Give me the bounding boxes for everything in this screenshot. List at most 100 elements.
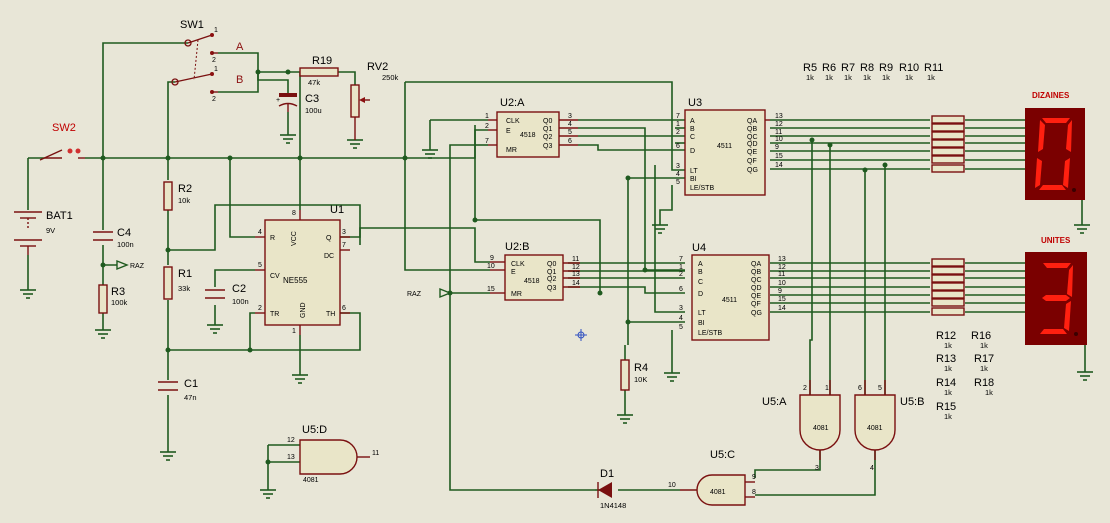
u2b-pin-q1: Q1 bbox=[547, 269, 556, 276]
ic-u3-4511: U3 4511 A B C D LT BI LE/STB QA QB QC QD… bbox=[676, 97, 783, 196]
u4-num-4: 4 bbox=[679, 315, 683, 322]
u4-pin-qc: QC bbox=[751, 277, 762, 284]
u2b-pin-e: E bbox=[511, 269, 516, 276]
resistor-labels-bottom: R12 1k R16 1k R13 1k R17 1k R14 1k R18 1… bbox=[936, 330, 994, 421]
resistor-r19: R19 47k bbox=[299, 55, 339, 87]
and-gate-u5d: U5:D 4081 12 13 11 bbox=[287, 424, 379, 484]
capacitor-c4: C4 100n bbox=[93, 227, 134, 249]
u5d-pin13: 13 bbox=[287, 454, 295, 461]
c2-ref: C2 bbox=[232, 283, 246, 295]
r16-value: 1k bbox=[980, 341, 988, 350]
u4-ref: U4 bbox=[692, 242, 706, 254]
display-tens: DIZAINES bbox=[1025, 91, 1085, 200]
c1-ref: C1 bbox=[184, 378, 198, 390]
sw1-pin2: 2 bbox=[212, 57, 216, 64]
u3-num-10: 10 bbox=[775, 136, 783, 143]
raz-mid-label: RAZ bbox=[407, 291, 422, 298]
r2-value: 10k bbox=[178, 196, 190, 205]
u1-pin-gnd: GND bbox=[300, 302, 307, 318]
u4-pin-qa: QA bbox=[751, 261, 761, 268]
resistor-bank-top bbox=[931, 115, 965, 173]
u1-pin-r: R bbox=[270, 235, 275, 242]
r2-ref: R2 bbox=[178, 183, 192, 195]
u5d-ref: U5:D bbox=[302, 424, 327, 436]
u2a-pin-e: E bbox=[506, 128, 511, 135]
u4-pin-c: C bbox=[698, 279, 703, 286]
u4-pin-le: LE/STB bbox=[698, 330, 722, 337]
u1-num-vcc: 8 bbox=[292, 210, 296, 217]
display-units: UNITES bbox=[1025, 236, 1087, 345]
c3-plus-icon: + bbox=[276, 97, 280, 104]
r6-ref: R6 bbox=[822, 62, 836, 74]
u4-num-1: 1 bbox=[679, 264, 683, 271]
u2b-num-14: 14 bbox=[572, 280, 580, 287]
u4-part: 4511 bbox=[722, 297, 737, 304]
capacitor-c3: + C3 100u bbox=[276, 93, 322, 115]
u1-num-cv: 5 bbox=[258, 262, 262, 269]
ground-symbols bbox=[20, 134, 1093, 499]
u5a-ref: U5:A bbox=[762, 396, 787, 408]
u3-pin-b: B bbox=[690, 126, 695, 133]
resistor-r3: R3 100k bbox=[98, 284, 128, 314]
rv2-ref: RV2 bbox=[367, 61, 388, 73]
u5b-part: 4081 bbox=[867, 425, 883, 432]
switch-sw1[interactable]: SW1 1 2 1 2 A B bbox=[171, 19, 244, 103]
u2a-pin-q0: Q0 bbox=[543, 118, 552, 125]
u5c-pin8: 8 bbox=[752, 489, 756, 496]
sw1-pin-a: A bbox=[236, 41, 244, 53]
u4-num-3: 3 bbox=[679, 305, 683, 312]
rv2-value: 250k bbox=[382, 73, 399, 82]
capacitor-c2: C2 100n bbox=[205, 283, 249, 306]
r4-value: 10K bbox=[634, 375, 647, 384]
u5d-pin12: 12 bbox=[287, 437, 295, 444]
u5c-pin10: 10 bbox=[668, 482, 676, 489]
d1-ref: D1 bbox=[600, 468, 614, 480]
r17-ref: R17 bbox=[974, 353, 994, 365]
r5-value: 1k bbox=[806, 73, 814, 82]
r18-value: 1k bbox=[985, 388, 993, 397]
u1-num-tr: 2 bbox=[258, 305, 262, 312]
ic-u4-4511: U4 4511 A B C D LT BI LE/STB QA QB QC QD… bbox=[679, 242, 786, 341]
u1-pin-cv: CV bbox=[270, 273, 280, 280]
u1-part: NE555 bbox=[283, 276, 308, 285]
u4-num-6: 6 bbox=[679, 286, 683, 293]
u1-num-gnd: 1 bbox=[292, 328, 296, 335]
u3-pin-le: LE/STB bbox=[690, 185, 714, 192]
r14-value: 1k bbox=[944, 388, 952, 397]
wires bbox=[27, 42, 1086, 496]
u4-pin-a: A bbox=[698, 261, 703, 268]
u4-num-9: 9 bbox=[778, 288, 782, 295]
u3-pin-qb: QB bbox=[747, 126, 757, 133]
u2a-pin-q3: Q3 bbox=[543, 143, 552, 150]
switch-sw2[interactable]: SW2 bbox=[39, 122, 85, 161]
u4-num-14: 14 bbox=[778, 305, 786, 312]
u5c-part: 4081 bbox=[710, 489, 726, 496]
u2b-num-10: 10 bbox=[487, 263, 495, 270]
r10-ref: R10 bbox=[899, 62, 919, 74]
u3-pin-qe: QE bbox=[747, 149, 757, 156]
u4-num-13: 13 bbox=[778, 256, 786, 263]
u3-pin-qg: QG bbox=[747, 167, 758, 174]
crosshair-icon bbox=[575, 329, 587, 341]
u5a-pin1: 1 bbox=[825, 385, 829, 392]
u5b-pin5: 5 bbox=[878, 385, 882, 392]
u3-num-1: 1 bbox=[676, 121, 680, 128]
resistor-bank-bottom bbox=[931, 258, 965, 316]
r12-value: 1k bbox=[944, 341, 952, 350]
u2a-num-6: 6 bbox=[568, 138, 572, 145]
u2a-num-4: 4 bbox=[568, 121, 572, 128]
u2b-part: 4518 bbox=[524, 278, 540, 285]
u2b-pin-q2: Q2 bbox=[547, 276, 556, 283]
u1-num-q: 3 bbox=[342, 229, 346, 236]
r19-ref: R19 bbox=[312, 55, 332, 67]
raz-mid-terminal: RAZ bbox=[407, 287, 452, 299]
r3-value: 100k bbox=[111, 298, 128, 307]
r15-ref: R15 bbox=[936, 401, 956, 413]
sw2-ref: SW2 bbox=[52, 122, 76, 134]
u4-pin-qb: QB bbox=[751, 269, 761, 276]
sw1-pin-b: B bbox=[236, 74, 243, 86]
u3-num-6: 6 bbox=[676, 143, 680, 150]
u5d-pin11: 11 bbox=[372, 450, 379, 457]
u3-num-7: 7 bbox=[676, 113, 680, 120]
